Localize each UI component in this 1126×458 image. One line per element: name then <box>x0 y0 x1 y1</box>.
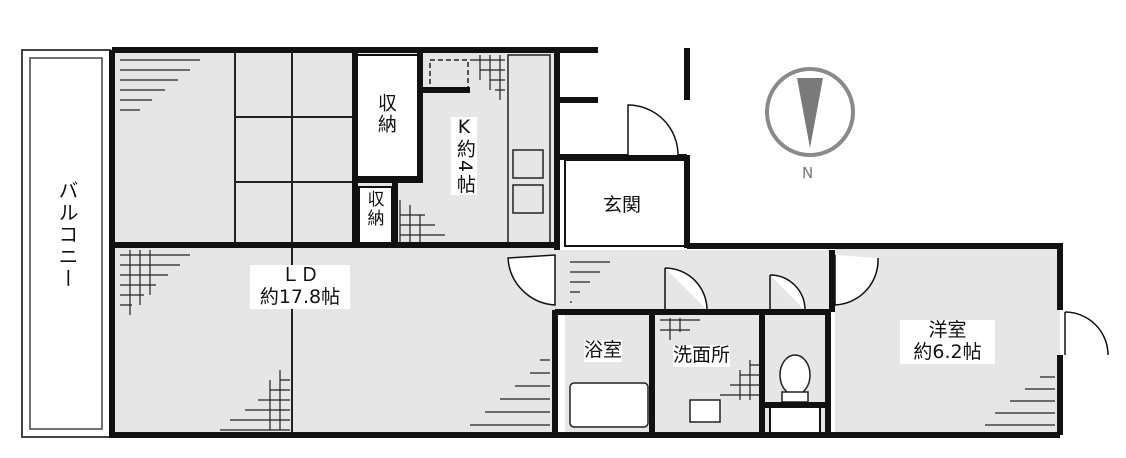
walls <box>109 47 1063 438</box>
washroom-label: 洗面所 <box>673 344 731 367</box>
stairs-hatch <box>120 55 1055 431</box>
fixtures <box>569 354 811 428</box>
kitchen-size: 約4帖 <box>453 138 476 195</box>
storage-upper-label: 収納 <box>374 93 397 135</box>
bathroom-label: 浴室 <box>584 339 623 362</box>
ld-size: 約17.8帖 <box>259 285 341 308</box>
western-room-label: 洋室 約6.2帖 <box>900 319 995 364</box>
balcony-label: バルコニー <box>55 180 79 290</box>
western-room-name: 洋室 <box>928 319 967 341</box>
storage-lower-label: 収納 <box>363 190 384 228</box>
doors <box>507 104 1109 356</box>
ld-name: ＬＤ <box>280 264 319 286</box>
ld-label: ＬＤ 約17.8帖 <box>250 264 350 309</box>
western-room-size: 約6.2帖 <box>913 340 982 363</box>
balcony <box>21 49 111 438</box>
compass-icon <box>765 67 855 157</box>
ceiling-grid <box>234 52 355 435</box>
compass-north-label: N <box>802 164 814 182</box>
entrance-label: 玄関 <box>603 194 642 217</box>
kitchen-name: K <box>457 116 471 138</box>
kitchen-label: K 約4帖 <box>451 116 477 195</box>
